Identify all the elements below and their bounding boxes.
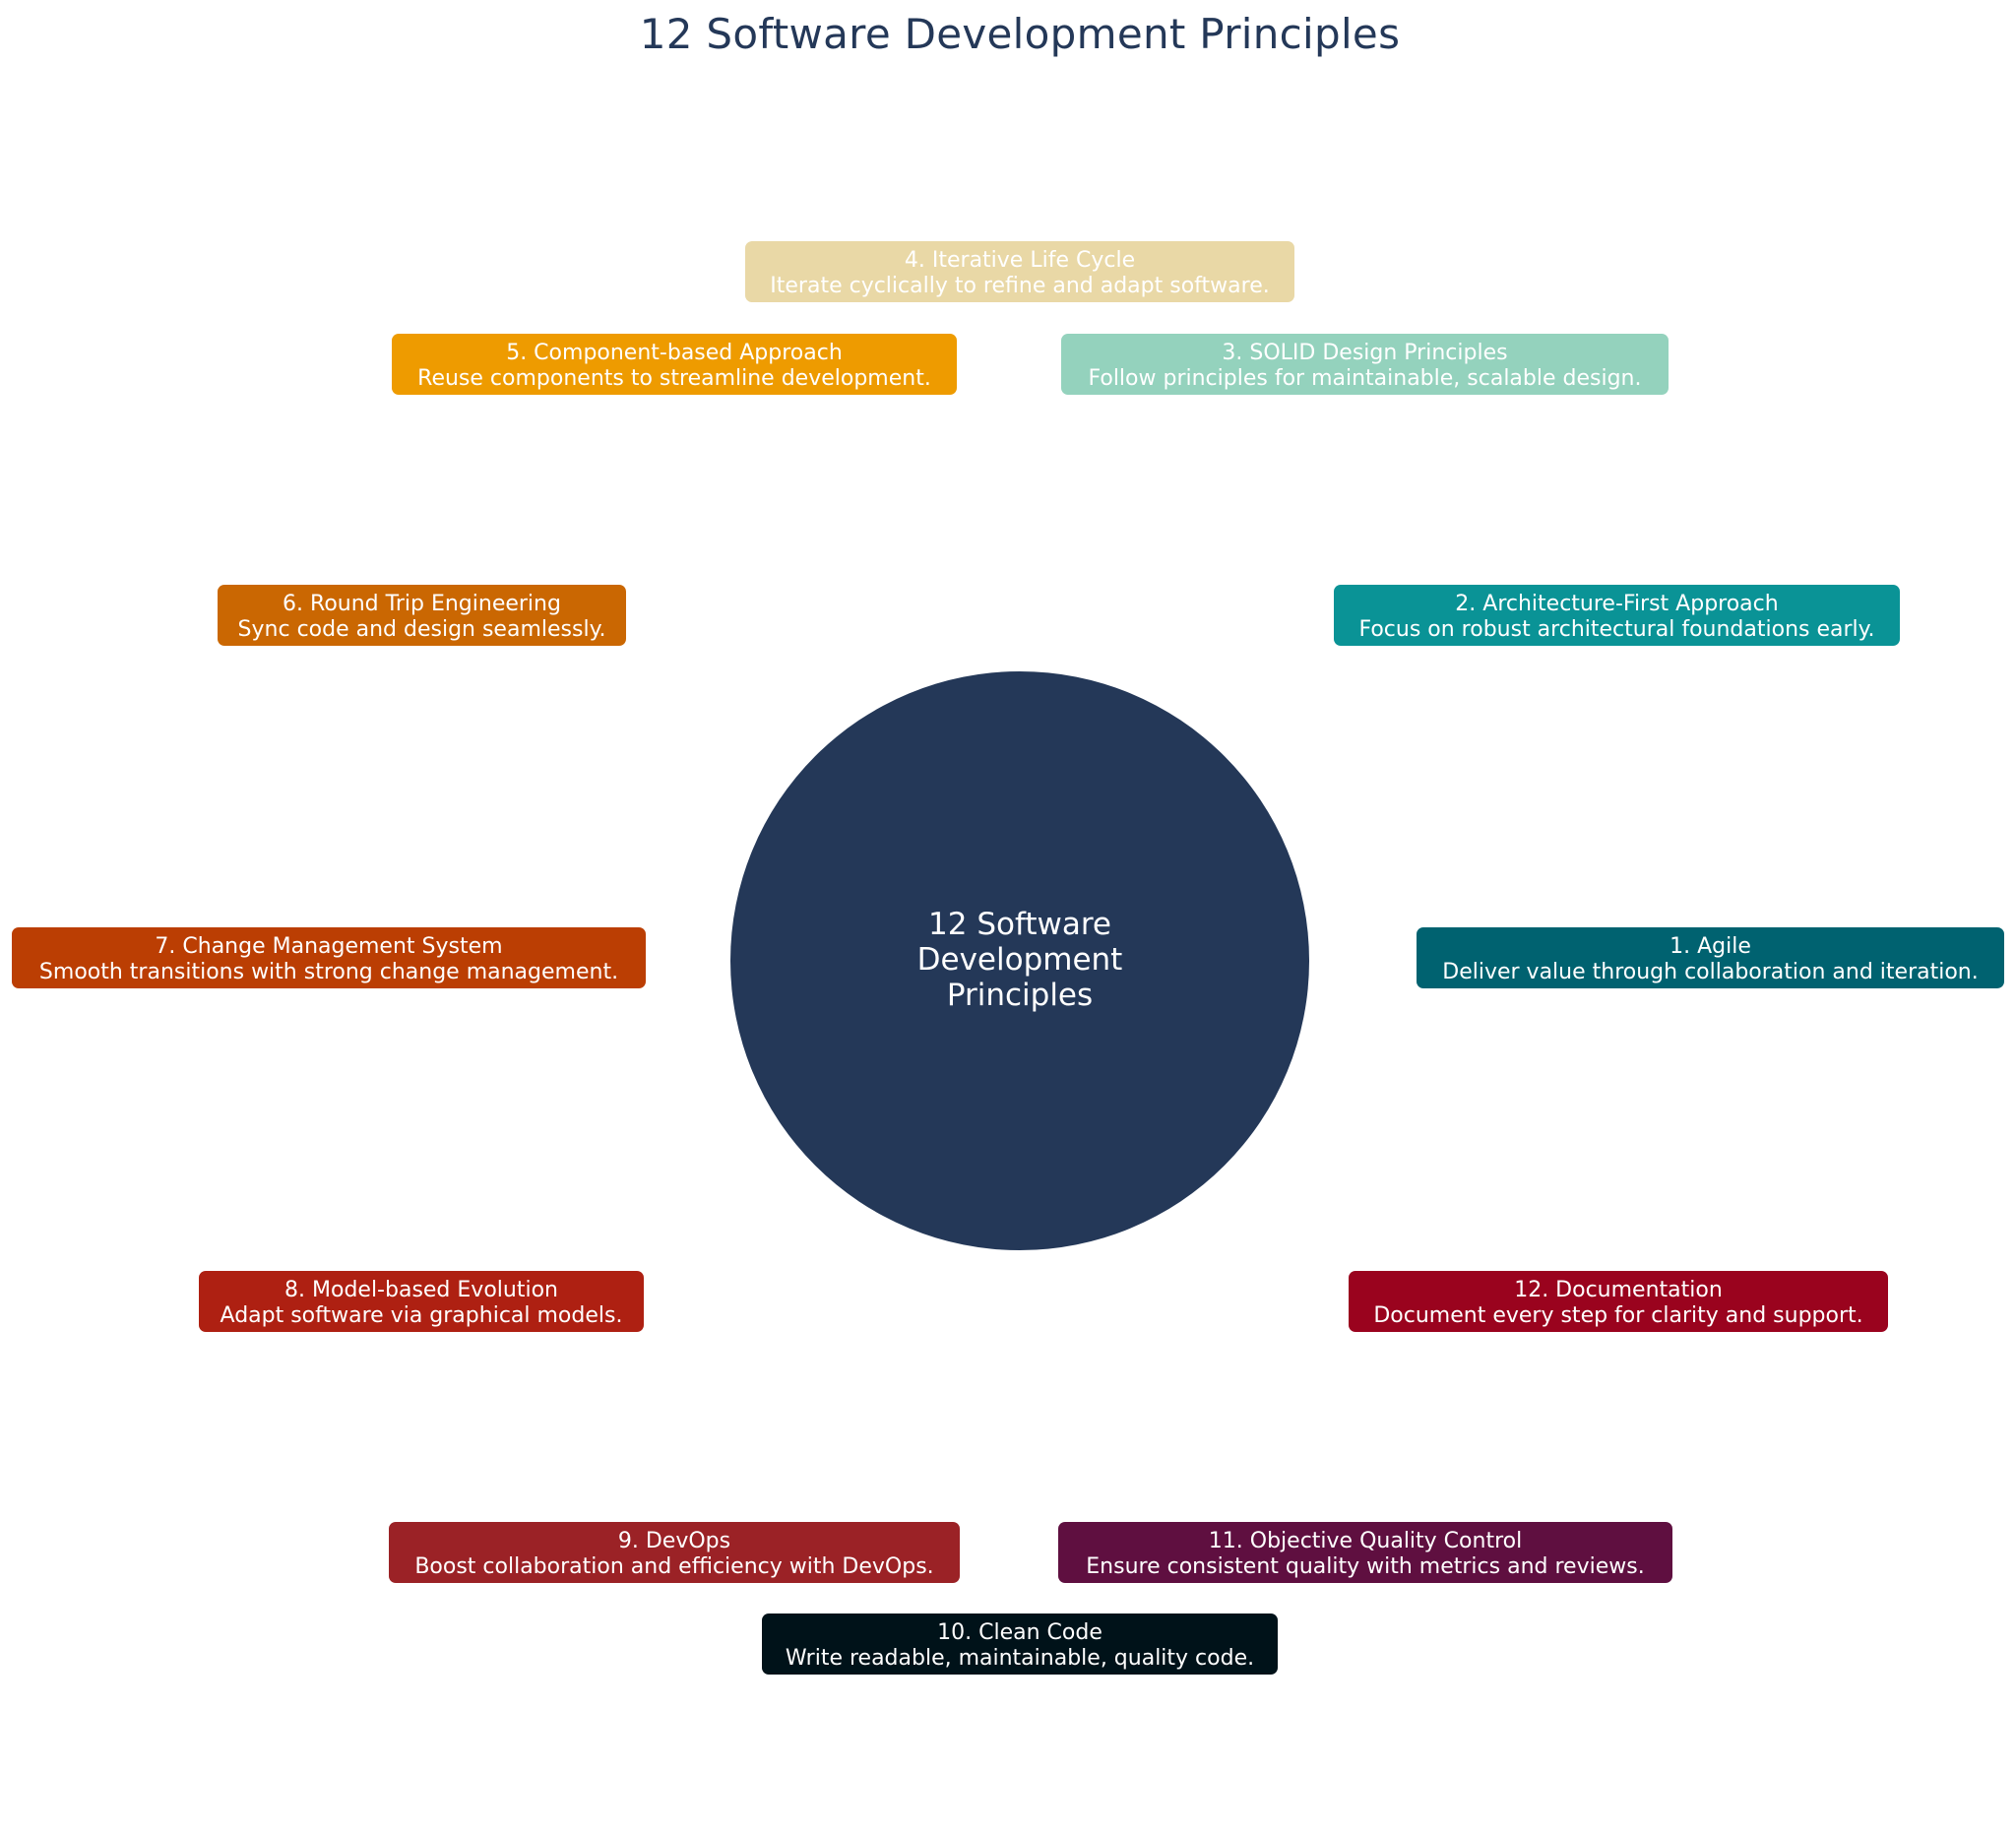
principle-description: Smooth transitions with strong change ma… bbox=[38, 960, 619, 984]
principle-title: 4. Iterative Life Cycle bbox=[904, 248, 1136, 273]
principle-description: Reuse components to streamline developme… bbox=[417, 366, 931, 391]
principle-title: 12. Documentation bbox=[1514, 1278, 1723, 1302]
principle-box-architecture-first: 2. Architecture-First Approach Focus on … bbox=[1334, 585, 1900, 646]
principle-box-objective-quality-control: 11. Objective Quality Control Ensure con… bbox=[1058, 1522, 1672, 1583]
principle-box-devops: 9. DevOps Boost collaboration and effici… bbox=[389, 1522, 960, 1583]
principle-title: 9. DevOps bbox=[617, 1529, 731, 1553]
principle-description: Deliver value through collaboration and … bbox=[1442, 960, 1979, 984]
center-hub-line: 12 Software bbox=[928, 907, 1111, 942]
principle-title: 11. Objective Quality Control bbox=[1208, 1529, 1523, 1553]
principle-description: Follow principles for maintainable, scal… bbox=[1088, 366, 1642, 391]
principle-box-solid: 3. SOLID Design Principles Follow princi… bbox=[1061, 334, 1669, 395]
principle-description: Sync code and design seamlessly. bbox=[237, 617, 606, 642]
principle-description: Boost collaboration and efficiency with … bbox=[414, 1554, 934, 1579]
principle-title: 5. Component-based Approach bbox=[506, 341, 843, 365]
principle-description: Adapt software via graphical models. bbox=[220, 1303, 623, 1328]
center-hub-label: 12 Software Development Principles bbox=[872, 907, 1167, 1013]
principle-title: 10. Clean Code bbox=[937, 1620, 1102, 1645]
principle-description: Focus on robust architectural foundation… bbox=[1358, 617, 1875, 642]
center-hub-line: Principles bbox=[946, 978, 1094, 1013]
principle-title: 3. SOLID Design Principles bbox=[1222, 341, 1508, 365]
principle-description: Ensure consistent quality with metrics a… bbox=[1086, 1554, 1645, 1579]
principle-title: 2. Architecture-First Approach bbox=[1455, 592, 1779, 616]
principle-title: 7. Change Management System bbox=[155, 934, 503, 959]
principle-description: Write readable, maintainable, quality co… bbox=[785, 1646, 1255, 1671]
principle-title: 6. Round Trip Engineering bbox=[283, 592, 561, 616]
center-hub-line: Development bbox=[916, 942, 1123, 978]
principle-box-iterative-life-cycle: 4. Iterative Life Cycle Iterate cyclical… bbox=[745, 241, 1294, 302]
center-hub: 12 Software Development Principles bbox=[730, 671, 1309, 1250]
page-title: 12 Software Development Principles bbox=[639, 10, 1401, 58]
principle-box-round-trip-engineering: 6. Round Trip Engineering Sync code and … bbox=[218, 585, 626, 646]
principle-box-clean-code: 10. Clean Code Write readable, maintaina… bbox=[762, 1614, 1278, 1675]
principle-description: Document every step for clarity and supp… bbox=[1373, 1303, 1863, 1328]
principle-box-model-based-evolution: 8. Model-based Evolution Adapt software … bbox=[199, 1271, 644, 1332]
principle-box-documentation: 12. Documentation Document every step fo… bbox=[1349, 1271, 1888, 1332]
principle-title: 1. Agile bbox=[1670, 934, 1751, 959]
principle-title: 8. Model-based Evolution bbox=[284, 1278, 558, 1302]
principle-box-component-based: 5. Component-based Approach Reuse compon… bbox=[392, 334, 957, 395]
principle-box-change-management: 7. Change Management System Smooth trans… bbox=[12, 927, 646, 988]
principle-description: Iterate cyclically to refine and adapt s… bbox=[770, 274, 1270, 298]
principle-box-agile: 1. Agile Deliver value through collabora… bbox=[1417, 927, 2004, 988]
